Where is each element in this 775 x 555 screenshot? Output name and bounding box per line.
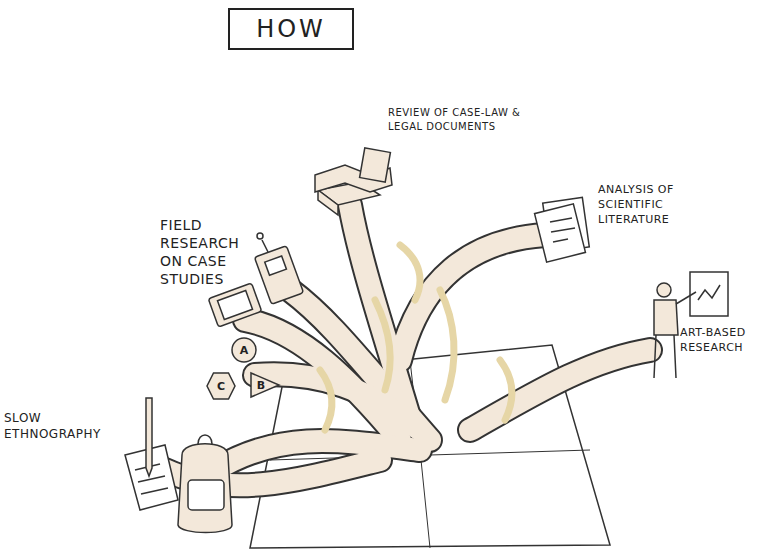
method-label: ART-BASED RESEARCH xyxy=(680,325,772,355)
marker-letter: A xyxy=(240,344,249,357)
papers xyxy=(535,197,590,262)
person xyxy=(654,272,728,378)
title-box: HOW xyxy=(228,8,354,50)
backpack xyxy=(178,435,232,533)
shape-marker: B xyxy=(250,372,280,398)
method-label: SLOW ETHNOGRAPHY xyxy=(4,410,114,442)
notepad xyxy=(125,398,178,510)
marker-letter: B xyxy=(257,379,265,392)
method-label: ANALYSIS OF SCIENTIFIC LITERATURE xyxy=(598,182,690,227)
books xyxy=(315,148,392,215)
method-label: FIELD RESEARCH ON CASE STUDIES xyxy=(160,216,240,288)
marker-letter: C xyxy=(217,380,225,393)
method-label: REVIEW OF CASE-LAW & LEGAL DOCUMENTS xyxy=(388,106,558,134)
shape-marker: C xyxy=(206,372,236,400)
shape-marker: A xyxy=(231,337,257,363)
